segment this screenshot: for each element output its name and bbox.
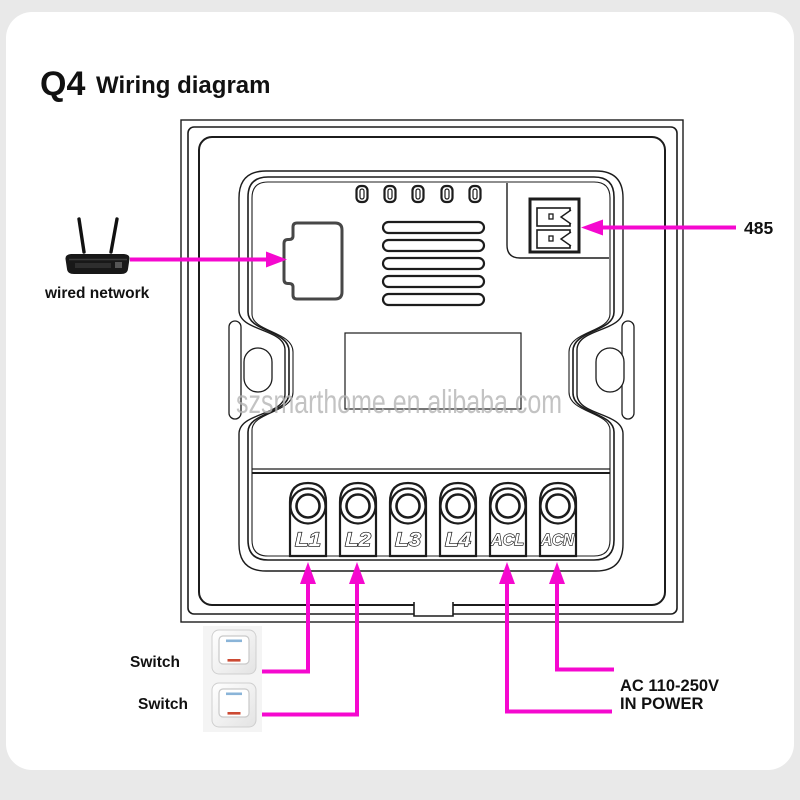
top-clips <box>355 184 482 204</box>
terminal-label-acn: ACN <box>540 532 575 549</box>
terminal-block: L1 L2 L3 L4 ACL ACN <box>288 481 578 558</box>
switch-red-mark <box>227 712 241 715</box>
router-icon <box>65 217 130 274</box>
display-window <box>344 332 522 410</box>
switch1-label: Switch <box>130 654 180 671</box>
arrowhead-up-icon <box>549 562 565 584</box>
terminal-label-l2: L2 <box>345 530 371 551</box>
wired-network-label: wired network <box>44 285 150 302</box>
power-label-line1: AC 110-250V <box>620 677 719 695</box>
switch-blue-mark <box>226 639 242 643</box>
terminal-label-l3: L3 <box>395 530 421 551</box>
left-screw-slot <box>243 347 273 393</box>
vent-slots <box>381 220 486 307</box>
left-mounting-ear <box>228 320 242 420</box>
rs485-label: 485 <box>744 218 773 238</box>
frame-notch <box>414 600 453 618</box>
switch-icon-1 <box>211 629 257 675</box>
arrowhead-left-icon <box>581 219 603 236</box>
terminal-label-l1: L1 <box>295 530 321 551</box>
arrowhead-right-icon <box>266 251 287 268</box>
terminal-label-l4: L4 <box>445 530 471 551</box>
arrowhead-up-icon <box>300 562 316 584</box>
watermark: szsmarthome.en.alibaba.com <box>236 383 562 420</box>
switch2-label: Switch <box>138 696 188 713</box>
terminal-label-acl: ACL <box>490 532 524 549</box>
rs485-connector <box>506 183 609 259</box>
rj45-port <box>282 221 344 301</box>
switch-icons <box>203 626 262 732</box>
switch-icon-2 <box>211 682 257 728</box>
device-frame <box>180 119 684 623</box>
switch-red-mark <box>227 659 241 662</box>
arrowhead-up-icon <box>349 562 365 584</box>
rs485-slot <box>536 207 572 227</box>
page-title: Wiring diagram <box>96 72 270 99</box>
rs485-slot <box>536 229 572 249</box>
power-label-line2: IN POWER <box>620 695 704 713</box>
switch-blue-mark <box>226 692 242 696</box>
terminal-divider <box>252 468 610 474</box>
annotation-arrows <box>130 219 736 717</box>
right-screw-slot <box>595 347 625 393</box>
page-title-q: Q4 <box>40 65 85 103</box>
arrowhead-up-icon <box>499 562 515 584</box>
